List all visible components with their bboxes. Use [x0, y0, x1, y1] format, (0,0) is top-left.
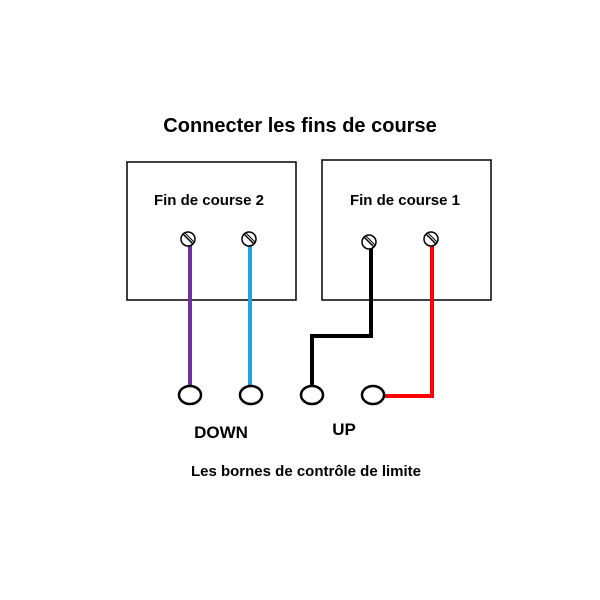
wire-black	[310, 244, 373, 394]
limit-switch-1-label: Fin de course 1	[350, 192, 460, 209]
screw-slot	[182, 233, 194, 245]
limit-switch-2-box	[126, 161, 297, 301]
switch-1-screw-terminal-left	[361, 234, 377, 250]
limit-switch-1: Fin de course 1	[321, 159, 492, 301]
limit-switch-1-box	[321, 159, 492, 301]
screw-slot	[184, 232, 195, 243]
limit-switch-2: Fin de course 2	[126, 161, 297, 301]
control-terminal-down-2	[238, 384, 264, 406]
wire-red	[374, 241, 434, 398]
control-terminal-up-1	[299, 384, 325, 406]
diagram-caption: Les bornes de contrôle de limite	[191, 463, 421, 480]
switch-2-screw-terminal-right	[241, 231, 257, 247]
screw-slot	[245, 232, 256, 243]
terminal-label-up: UP	[332, 420, 356, 439]
switch-1-screw-terminal-right	[423, 231, 439, 247]
screw-slot	[365, 235, 376, 246]
screw-slot	[363, 236, 375, 248]
diagram-title: Connecter les fins de course	[163, 115, 436, 137]
limit-switch-2-label: Fin de course 2	[154, 192, 264, 209]
screw-slot	[425, 233, 437, 245]
screw-slot	[243, 233, 255, 245]
control-terminal-down-1	[177, 384, 203, 406]
switch-2-screw-terminal-left	[180, 231, 196, 247]
screw-slot	[427, 232, 438, 243]
control-terminal-up-2	[360, 384, 386, 406]
terminal-label-down: DOWN	[194, 423, 248, 442]
